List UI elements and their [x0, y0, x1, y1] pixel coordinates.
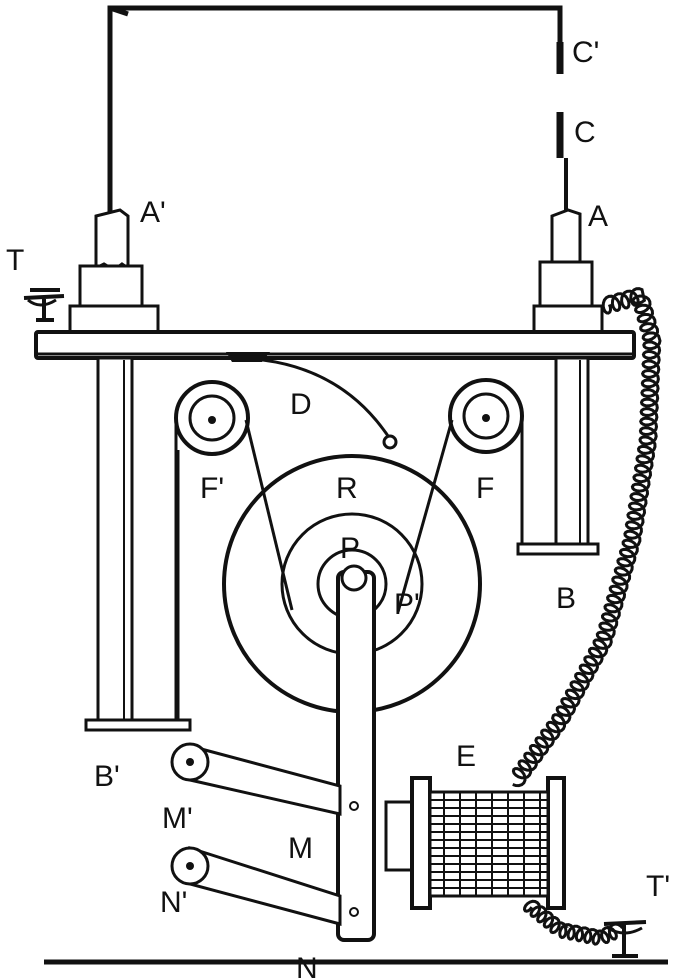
label-t: T: [6, 244, 24, 277]
pulley-f-prime: [174, 380, 250, 456]
terminal-t-prime: [603, 920, 647, 958]
carbon-a: [532, 208, 604, 334]
label-m-prime: M': [162, 802, 193, 835]
link-n-prime: [170, 845, 342, 926]
label-b: B: [556, 582, 576, 615]
vertical-lever: [336, 564, 376, 942]
top-circuit-wire: [107, 5, 563, 215]
label-c-prime: C': [572, 36, 599, 69]
electromagnet-e: [384, 776, 566, 910]
label-d: D: [290, 388, 312, 421]
pulley-f: [448, 378, 524, 454]
label-p-prime: P': [394, 588, 420, 621]
label-r: R: [336, 472, 358, 505]
coiled-wire: [511, 287, 662, 788]
label-a: A: [588, 200, 608, 233]
label-p: P: [340, 532, 360, 565]
label-f: F: [476, 472, 494, 505]
label-b-prime: B': [94, 760, 120, 793]
label-n-prime: N': [160, 886, 187, 919]
sector-d: [226, 352, 398, 450]
electrode-c: [556, 112, 568, 214]
link-m-prime: [170, 742, 342, 816]
pulley-cords: [174, 419, 524, 720]
carbon-a-prime: [68, 208, 160, 334]
label-a-prime: A': [140, 196, 166, 229]
left-carbon-holder-post: [84, 356, 192, 732]
right-carbon-holder-post: [516, 356, 600, 556]
top-crossbar: [34, 330, 636, 360]
label-e: E: [456, 740, 476, 773]
label-c: C: [574, 116, 596, 149]
label-t-prime: T': [646, 870, 670, 903]
label-f-prime: F': [200, 472, 224, 505]
terminal-t: [23, 288, 65, 322]
label-m: M: [288, 832, 313, 865]
coiled-wire-lower: [522, 899, 624, 946]
label-n: N: [296, 952, 318, 980]
